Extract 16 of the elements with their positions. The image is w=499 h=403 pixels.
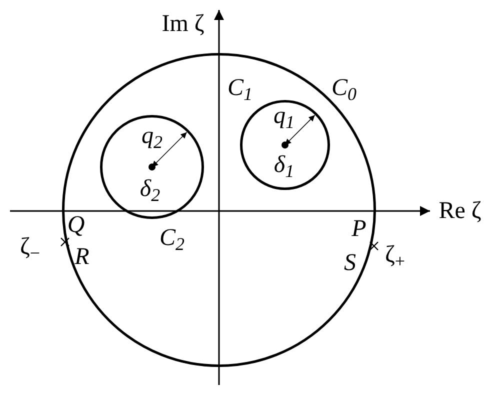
math-label: Q <box>67 213 85 237</box>
math-label: q$_{2}$ <box>142 124 162 148</box>
contour-label: C$_{1}$ <box>228 76 252 100</box>
math-label: δ$_{1}$ <box>274 153 294 177</box>
math-label: ζ$_{−}$ <box>20 235 40 259</box>
math-label: S <box>344 251 356 275</box>
math-label: q$_{1}$ <box>274 104 294 128</box>
math-label: P <box>352 217 366 241</box>
math-label: Im ζ <box>162 12 204 36</box>
math-label: δ$_{2}$ <box>140 177 160 201</box>
contour-label: C$_{2}$ <box>160 226 184 250</box>
math-label: ζ$_{+}$ <box>384 243 406 267</box>
contour-label: C$_{0}$ <box>332 76 356 100</box>
math-label: Re ζ <box>438 199 482 223</box>
math-label: R <box>74 245 90 269</box>
circle-contour <box>62 53 376 367</box>
